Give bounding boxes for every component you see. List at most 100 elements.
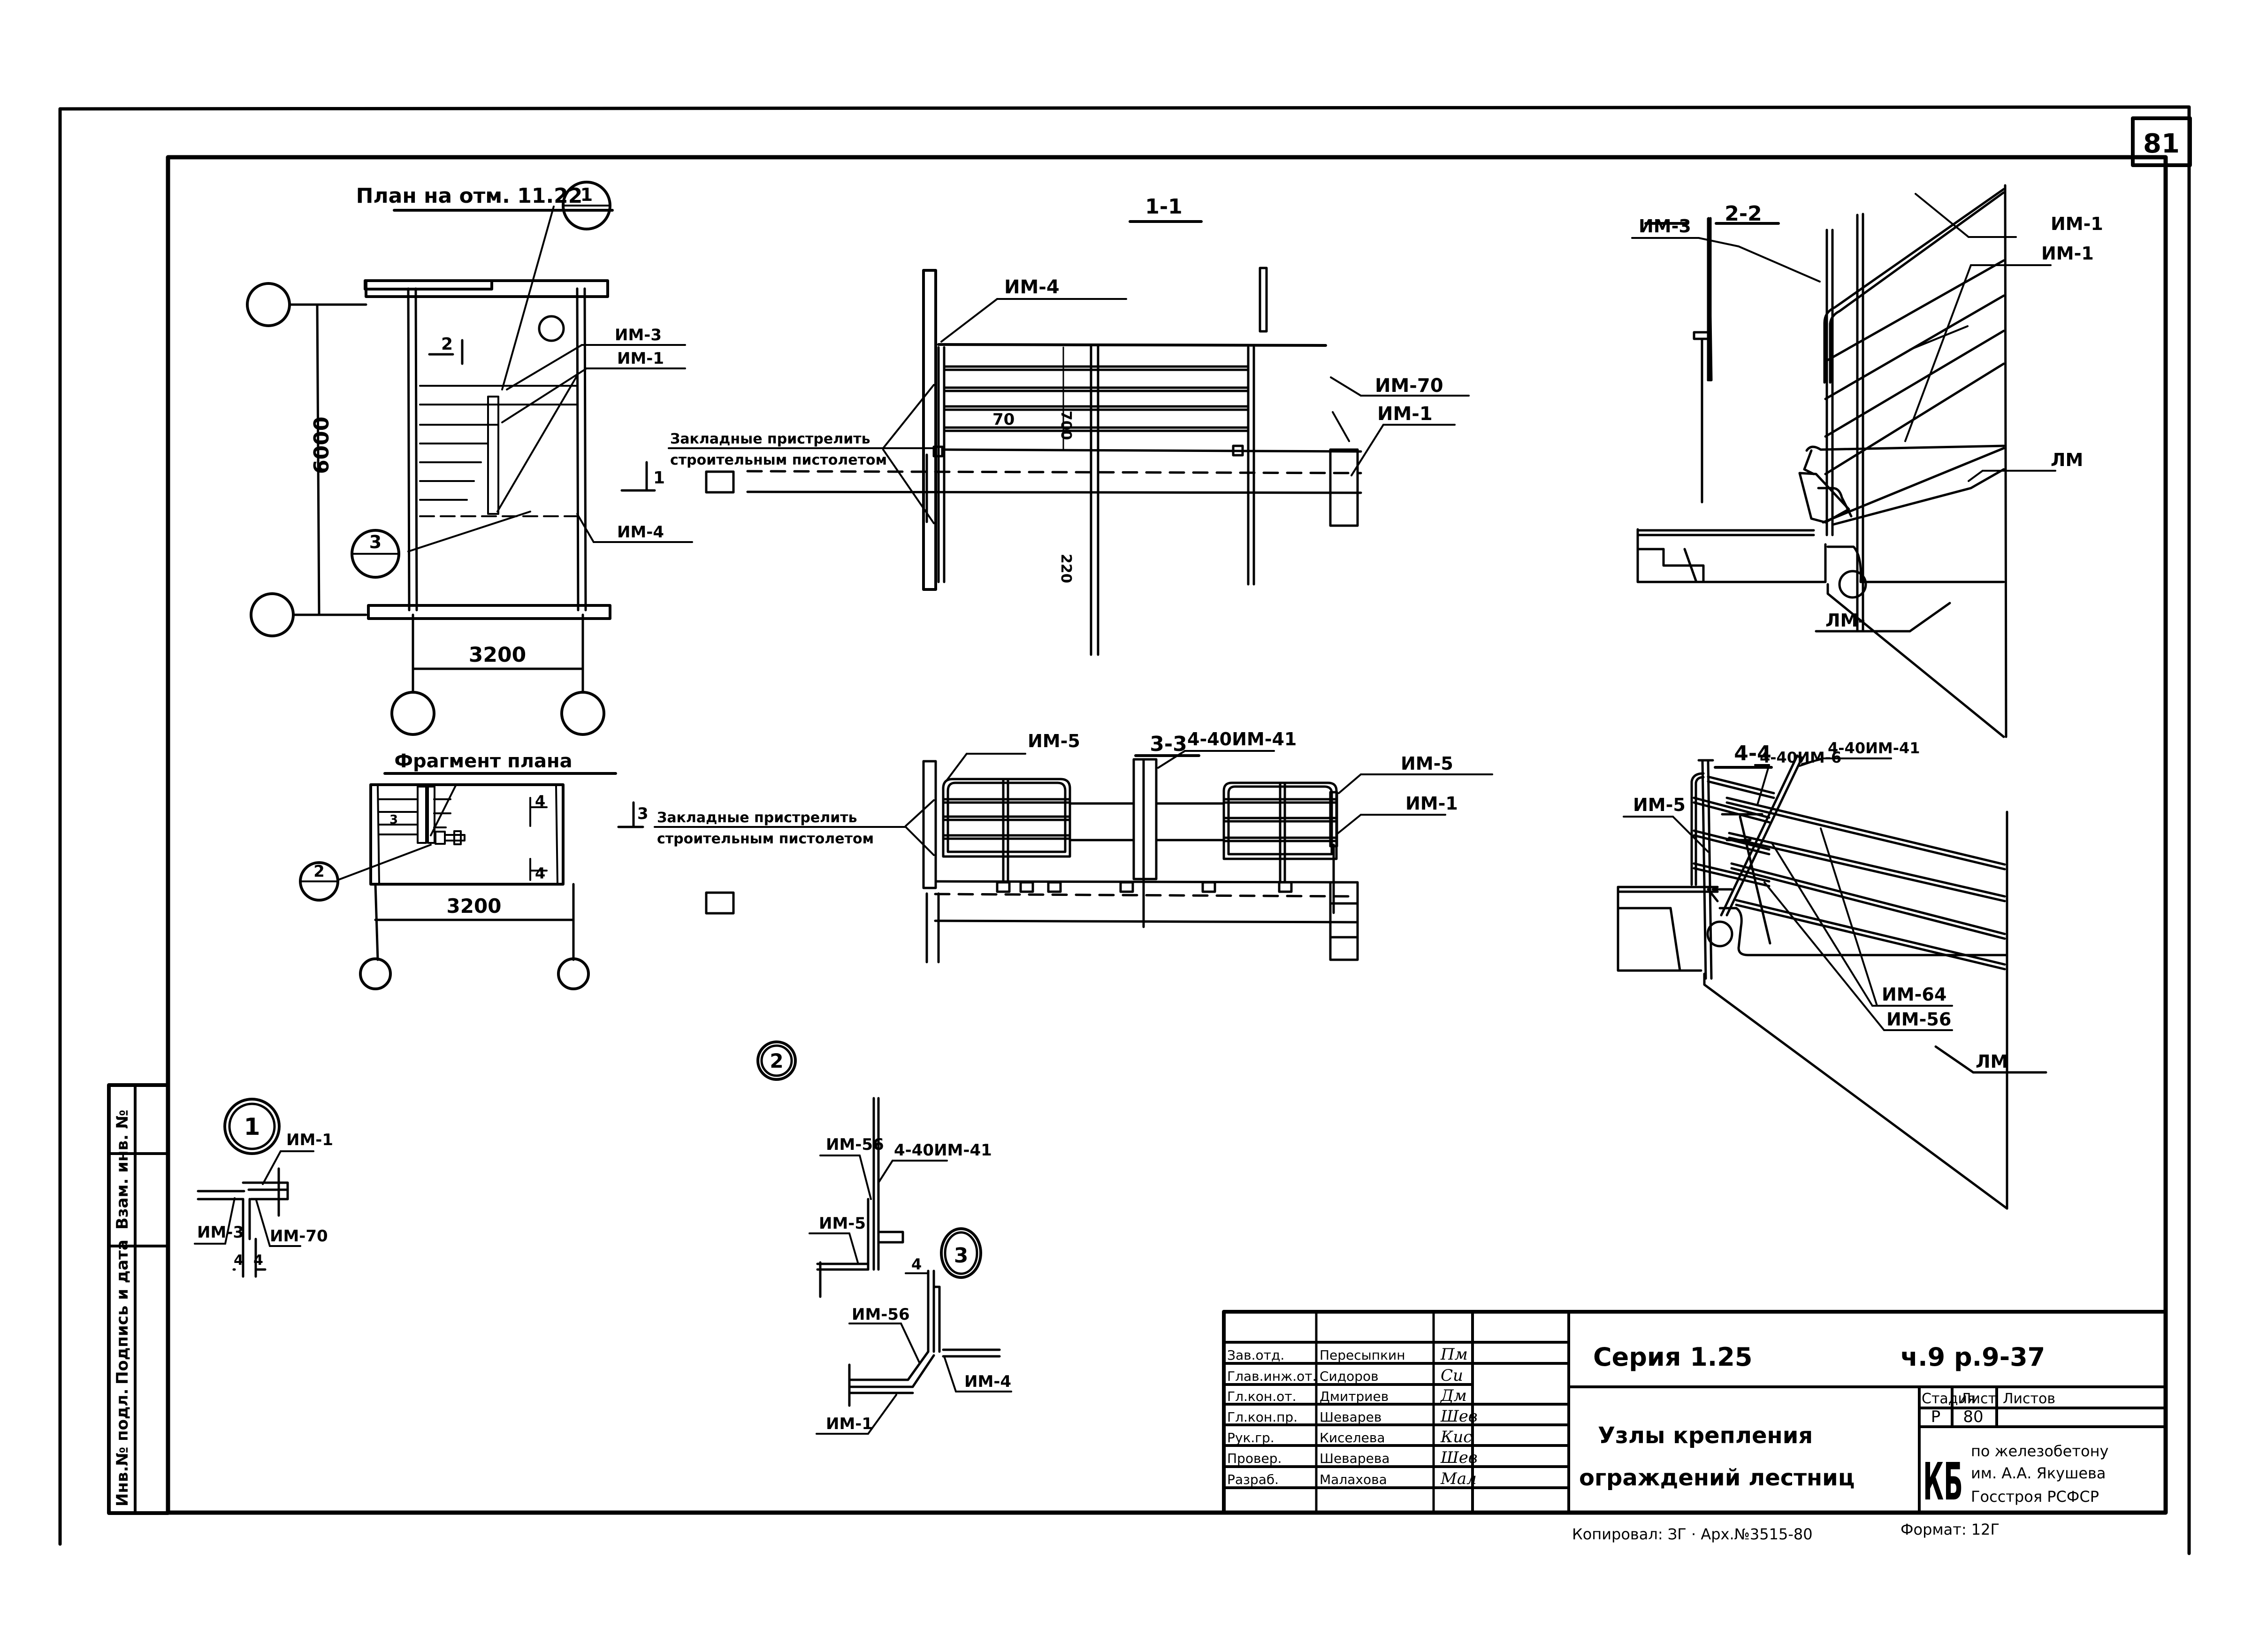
section-mark: 1 [653, 468, 665, 488]
s44-label-4-40im41: 4-40ИМ-41 [1828, 739, 1920, 757]
stage-value: Р [1931, 1407, 1941, 1426]
s33-note-line-2: строительным пистолетом [657, 831, 874, 847]
s22-label-lm: ЛМ [2051, 450, 2083, 470]
plan-callout-3[interactable]: 3 [351, 529, 400, 579]
node-2-callout[interactable]: 2 [756, 1040, 797, 1081]
stage-header: Стадия [1922, 1391, 1976, 1407]
name: Шеварев [1320, 1409, 1382, 1425]
s33-note-line-1: Закладные пристрелить [657, 810, 857, 826]
fragment-callout-2[interactable]: 2 [299, 861, 339, 902]
signature: Мал [1440, 1469, 1477, 1488]
node2-label-4-40im41: 4-40ИМ-41 [894, 1141, 992, 1160]
copied-by: Копировал: ЗГ · Арх.№3515-80 [1572, 1525, 1813, 1543]
s44-label-im64: ИМ-64 [1882, 984, 1946, 1005]
section-4-4-title: 4-4 [1734, 742, 1771, 765]
plan-title: План на отм. 11.22 [356, 184, 583, 208]
series-label: Серия 1.25 [1593, 1342, 1752, 1372]
stamp-inv-orig: Инв.№ подл. [113, 1389, 132, 1507]
role: Гл.кон.от. [1227, 1389, 1296, 1404]
svg-text:3: 3 [954, 1244, 969, 1268]
sheets-header: Листов [2003, 1391, 2055, 1407]
fragment-plan-view: Фрагмент плана 4 4 3 3 [299, 750, 649, 990]
name: Киселева [1320, 1430, 1385, 1446]
org-logo: КБ [1923, 1452, 1963, 1512]
sheet-format: Формат: 12Г [1901, 1521, 2000, 1538]
org-line-2: им. А.А. Якушева [1971, 1464, 2106, 1482]
section-3-3: 3-3 [654, 729, 1493, 964]
s33-label-im1: ИМ-1 [1405, 793, 1458, 814]
org-line-1: по железобетону [1971, 1442, 2108, 1460]
section-2-2-slab [1825, 229, 1834, 384]
axis-marker [250, 592, 295, 637]
title-block-roles: Зав.отд. Пересыпкин Пм Глав.инж.от. Сидо… [1227, 1345, 1478, 1488]
outer-frame [58, 105, 2191, 1555]
sheet-value: 80 [1963, 1407, 1983, 1426]
s44-label-lm: ЛМ [1976, 1051, 2008, 1072]
plan-label-im4: ИМ-4 [617, 523, 664, 542]
fragment-title: Фрагмент плана [394, 750, 572, 772]
section-2-2-title: 2-2 [1725, 202, 1762, 226]
plan-dim-horizontal: 3200 [469, 643, 526, 667]
role: Глав.инж.от. [1227, 1369, 1317, 1384]
axis-marker [359, 957, 392, 990]
svg-text:2: 2 [313, 862, 325, 881]
s22-label-im1: ИМ-1 [2051, 214, 2103, 234]
section-3-3-title: 3-3 [1150, 732, 1187, 756]
node-1-callout[interactable]: 1 [223, 1098, 281, 1155]
name: Сидоров [1320, 1369, 1379, 1384]
section-2-2-ground [1636, 213, 2005, 738]
node1-dim: 4 [253, 1252, 263, 1269]
node1-label-im70: ИМ-70 [270, 1227, 328, 1246]
section-2-2-labels [1631, 193, 2017, 351]
signature: Дм [1440, 1386, 1467, 1405]
name: Шеварева [1320, 1451, 1390, 1466]
s22-label-im3: ИМ-3 [1639, 216, 1691, 237]
plan-label-im1: ИМ-1 [617, 349, 664, 368]
dim-700: 700 [1058, 411, 1074, 440]
axis-marker [246, 282, 291, 327]
fragment-section-mark: 4 [535, 792, 545, 810]
node1-label-im3: ИМ-3 [197, 1223, 244, 1242]
node2-label-im56: ИМ-56 [826, 1135, 884, 1154]
name: Дмитриев [1320, 1389, 1389, 1404]
axis-marker [390, 691, 435, 736]
drawing-title-line-1: Узлы крепления [1598, 1423, 1813, 1449]
dim-70: 70 [992, 410, 1015, 429]
section-mark: 2 [441, 335, 453, 354]
node1-label-im1: ИМ-1 [286, 1131, 333, 1149]
section-2-2-body [1708, 221, 1832, 382]
signature: Кис [1440, 1428, 1472, 1446]
node1-dim: 4 [234, 1252, 244, 1269]
sheet-header: Лист [1961, 1391, 1996, 1407]
fragment-section-mark: 4 [535, 864, 545, 882]
plan-callout-1[interactable]: 1 [562, 181, 611, 230]
s44-label-im5: ИМ-5 [1633, 795, 1686, 815]
label-im1: ИМ-1 [1377, 403, 1433, 425]
node2-label-im5: ИМ-5 [819, 1214, 866, 1233]
role: Зав.отд. [1227, 1347, 1284, 1363]
s33-label-im5b: ИМ-5 [1401, 753, 1453, 774]
fragment-section-mark: 3 [637, 804, 649, 823]
section-1-1-title: 1-1 [1145, 195, 1183, 219]
name: Пересыпкин [1320, 1347, 1405, 1363]
plan-dim-vertical: 6000 [310, 417, 334, 474]
drawing-title-line-2: ограждений лестниц [1579, 1465, 1855, 1491]
label-im70: ИМ-70 [1375, 375, 1443, 397]
node-3-callout[interactable]: 3 [940, 1227, 982, 1279]
title-block: Зав.отд. Пересыпкин Пм Глав.инж.от. Сидо… [1222, 1310, 2168, 1514]
fragment-dim-horizontal: 3200 [447, 895, 502, 918]
plan-view: План на отм. 11.22 6000 3200 [246, 181, 693, 736]
role: Гл.кон.пр. [1227, 1409, 1298, 1425]
node3-label-im1: ИМ-1 [826, 1415, 873, 1433]
sheet-number-box: 81 [2131, 116, 2192, 167]
node3-dim: 4 [911, 1255, 922, 1273]
section-2-2-leader-lines [1904, 264, 2056, 482]
plan-label-im3: ИМ-3 [615, 326, 662, 344]
svg-text:3: 3 [369, 532, 382, 552]
section-2-2-drawing [1708, 219, 1856, 634]
org-line-3: Госстроя РСФСР [1971, 1488, 2099, 1506]
role: Провер. [1227, 1451, 1282, 1466]
note-line-2: строительным пистолетом [670, 452, 887, 468]
svg-text:1: 1 [580, 184, 593, 205]
